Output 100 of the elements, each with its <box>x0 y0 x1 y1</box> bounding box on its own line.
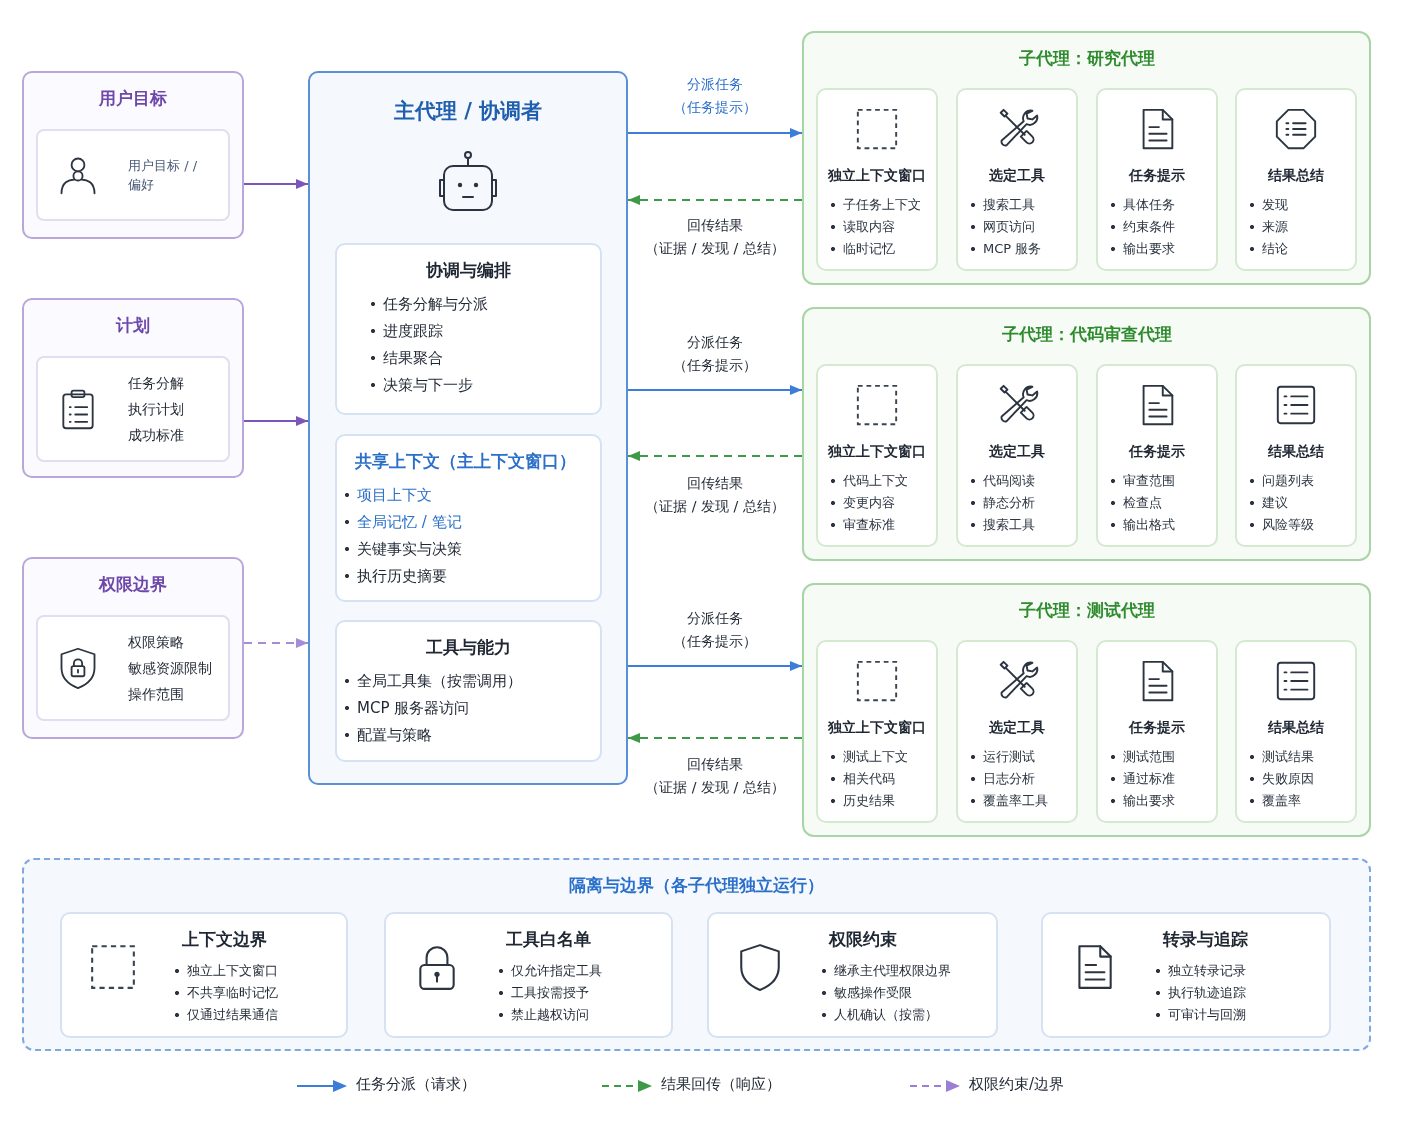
list-item: 项目上下文 <box>344 484 432 506</box>
feature-card <box>1096 640 1218 823</box>
list-item: 搜索工具 <box>970 196 1035 214</box>
list-item: 不共享临时记忆 <box>174 984 278 1002</box>
list-item: 审查范围 <box>1110 472 1175 490</box>
legend-label: 结果回传（响应） <box>661 1075 781 1094</box>
list-item: 读取内容 <box>830 218 895 236</box>
list-item: 输出要求 <box>1110 240 1175 258</box>
section-card <box>335 434 602 602</box>
card-title: 选定工具 <box>988 167 1046 185</box>
feature-card <box>1235 88 1357 271</box>
list-item: 仅允许指定工具 <box>498 962 602 980</box>
list-item: 继承主代理权限边界 <box>821 962 951 980</box>
info-text: 权限策略 <box>128 633 185 652</box>
list-item: 敏感操作受限 <box>821 984 912 1002</box>
dashed-arrow <box>627 451 803 461</box>
panel-title: 隔离与边界（各子代理独立运行） <box>568 874 825 897</box>
info-text: 敏感资源限制 <box>128 659 212 678</box>
card-title: 结果总结 <box>1267 443 1325 461</box>
list-item: 独立转录记录 <box>1155 962 1246 980</box>
list-item: 日志分析 <box>970 770 1035 788</box>
list-item: 结论 <box>1249 240 1288 258</box>
section-title: 共享上下文（主上下文窗口） <box>355 450 576 473</box>
list-item: 失败原因 <box>1249 770 1314 788</box>
list-item: 约束条件 <box>1110 218 1175 236</box>
list-item: MCP 服务 <box>970 240 1042 258</box>
section-title: 工具与能力 <box>425 636 512 659</box>
card-title: 上下文边界 <box>182 928 267 951</box>
arrow <box>243 416 309 426</box>
info-text: 用户目标 / / 偏好 <box>128 157 199 194</box>
legend-label: 任务分派（请求） <box>356 1075 476 1094</box>
feature-card <box>816 640 938 823</box>
list-item: 代码上下文 <box>830 472 908 490</box>
list-item: 工具按需授予 <box>498 984 589 1002</box>
box-title: 主代理 / 协调者 <box>392 98 544 125</box>
panel-title: 子代理：代码审查代理 <box>1000 323 1173 346</box>
list-item: 问题列表 <box>1249 472 1314 490</box>
panel-title: 子代理：测试代理 <box>1017 599 1156 622</box>
list-item: 搜索工具 <box>970 516 1035 534</box>
box-title: 用户目标 <box>98 87 168 110</box>
card-title: 转录与追踪 <box>1163 928 1248 951</box>
list-item: 检查点 <box>1110 494 1162 512</box>
boundary-panel <box>22 858 1371 1051</box>
arrow <box>627 661 803 671</box>
info-text: 操作范围 <box>128 685 185 704</box>
info-card <box>36 129 230 221</box>
list-item: 变更内容 <box>830 494 895 512</box>
list-item: 风险等级 <box>1249 516 1314 534</box>
feature-card <box>956 88 1078 271</box>
box-title: 权限边界 <box>97 573 168 596</box>
list-item: 静态分析 <box>970 494 1035 512</box>
list-item: 建议 <box>1249 494 1288 512</box>
list-item: 输出要求 <box>1110 792 1175 810</box>
arrow <box>627 385 803 395</box>
list-item: 代码阅读 <box>970 472 1035 490</box>
feature-card <box>1235 364 1357 547</box>
list-item: 发现 <box>1249 196 1288 214</box>
card-title: 选定工具 <box>988 443 1046 461</box>
card-title: 任务提示 <box>1127 167 1186 185</box>
boundary-card <box>60 912 348 1038</box>
boundary-card <box>384 912 673 1038</box>
section-card <box>335 243 602 415</box>
list-item: 覆盖率 <box>1249 792 1301 810</box>
list-item: 具体任务 <box>1110 196 1175 214</box>
dashed-arrow <box>243 638 309 648</box>
group-box <box>22 298 244 478</box>
list-item: 子任务上下文 <box>830 196 921 214</box>
section-title: 协调与编排 <box>425 259 512 282</box>
dashed-arrow <box>627 733 803 743</box>
list-item: 临时记忆 <box>830 240 895 258</box>
card-title: 独立上下文窗口 <box>827 719 927 737</box>
list-item: 覆盖率工具 <box>970 792 1048 810</box>
feature-card <box>1235 640 1357 823</box>
feature-card <box>816 364 938 547</box>
arrow <box>243 179 309 189</box>
list-item: 执行历史摘要 <box>344 565 447 587</box>
subagent-panel <box>802 307 1371 561</box>
panel-title: 子代理：研究代理 <box>1017 47 1156 70</box>
list-item: 禁止越权访问 <box>498 1006 589 1024</box>
list-item: 执行轨迹追踪 <box>1155 984 1246 1002</box>
list-item: 独立上下文窗口 <box>174 962 278 980</box>
list-item: 结果聚合 <box>370 347 443 369</box>
card-title: 权限约束 <box>829 928 897 951</box>
info-text: 任务分解 <box>128 374 184 393</box>
list-item: 历史结果 <box>830 792 895 810</box>
list-item: 来源 <box>1249 218 1288 236</box>
info-text: 执行计划 <box>128 400 184 419</box>
boundary-card <box>707 912 998 1038</box>
feature-card <box>956 640 1078 823</box>
list-item: 审查标准 <box>830 516 895 534</box>
feature-card <box>816 88 938 271</box>
card-title: 结果总结 <box>1267 719 1325 737</box>
agent-box <box>308 71 628 785</box>
list-item: 测试结果 <box>1249 748 1314 766</box>
card-title: 任务提示 <box>1127 719 1186 737</box>
card-title: 任务提示 <box>1127 443 1186 461</box>
list-item: 决策与下一步 <box>370 374 473 396</box>
arrow <box>627 128 803 138</box>
list-item: 通过标准 <box>1110 770 1175 788</box>
legend-label: 权限约束/边界 <box>969 1075 1065 1094</box>
